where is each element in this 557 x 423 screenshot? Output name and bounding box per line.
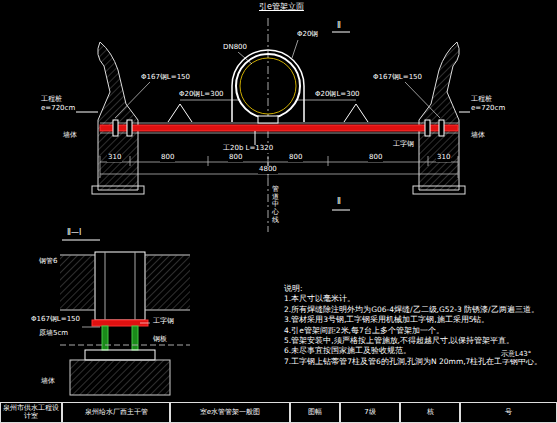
drawing-label: 800 [368, 154, 383, 162]
note-line: 3.管材采用3号钢,工字钢采用机械加工字钢,施工采用5钻。 [284, 315, 550, 324]
leader [115, 82, 150, 118]
drawing-label: Φ20钢L=300 [178, 91, 225, 99]
wall-support [98, 42, 138, 190]
drawing-label: 800 [228, 154, 243, 162]
beam-flange [100, 123, 458, 124]
leader [296, 100, 356, 101]
drawing-label: 工20b L=1320 [222, 145, 274, 153]
drawing-label: e=720cm [40, 105, 76, 113]
drawing-label: Φ20钢L=300 [314, 91, 361, 99]
drawing-label: 钢板 [152, 336, 168, 344]
section-mark [332, 32, 350, 33]
leader [292, 40, 298, 58]
drawing-label: Ⅱ—Ⅰ [66, 229, 82, 238]
title-block-text: 7级 [362, 409, 377, 417]
title-block-text: 室e水管管架一般图 [198, 409, 262, 417]
drawing-label: DN800 [222, 44, 248, 52]
title-block-text: 图幅 [306, 409, 324, 417]
leader [180, 100, 240, 101]
drawing-label: Ⅱ [336, 22, 342, 31]
footing [92, 186, 144, 194]
drawing-label: 800 [160, 154, 175, 162]
pipe-inner [240, 58, 296, 114]
title-block-text: 核 [425, 409, 436, 417]
u-bolt [232, 50, 304, 122]
drawing-label: 示意L43° [500, 351, 532, 359]
drawing-label: Φ167钢L=150 [30, 316, 81, 324]
wall-support [419, 42, 459, 190]
drawing-label: 800 [288, 154, 303, 162]
section-mark [332, 210, 350, 211]
drawing-label: Φ20钢 [296, 31, 319, 39]
drawing-label: 工字钢 [152, 318, 175, 326]
brace [168, 104, 192, 122]
drawing-label: 310 [436, 154, 451, 162]
drawing-label: e=720cm [470, 105, 506, 113]
dimension [100, 156, 458, 178]
drawing-label: Φ167钢L=150 [372, 74, 423, 82]
drawing-label: 工程桩 [470, 96, 493, 104]
title-block-cell: 泉州市供水工程设计室 [0, 402, 62, 423]
title-block-cell: 号 [460, 402, 557, 423]
brace [344, 104, 368, 122]
drawing-label: 4800 [258, 166, 278, 174]
title-block-cell: 图幅 [290, 402, 340, 423]
center-line-label: 管道中心线 [271, 186, 280, 224]
drawing-label: Ⅱ [336, 198, 342, 207]
footing [413, 186, 465, 194]
title-block-text: 泉州给水厂西主干管 [83, 409, 150, 417]
saddle [258, 116, 278, 123]
leader [405, 82, 440, 118]
pipe [236, 54, 300, 118]
note-line: 说明: [284, 284, 550, 293]
title-block-cell: 核 [400, 402, 460, 423]
title-block-cell: 7级 [340, 402, 400, 423]
note-line: 4.引e管架间距2米,每7台上多个管架加一个。 [284, 326, 550, 335]
drawing-label: 墙体 [470, 132, 486, 140]
drawing-label: Φ167钢L=150 [140, 74, 191, 82]
beam-flange [100, 133, 458, 134]
drawing-label: 钢管6 [38, 258, 58, 266]
title-block-text: 号 [503, 409, 514, 417]
leader [238, 52, 252, 64]
drawing-title: 引e管架立面 [258, 3, 305, 12]
title-block-text: 泉州市供水工程设计室 [1, 405, 61, 420]
drawing-label: 工字钢 [392, 141, 415, 149]
title-block-cell: 室e水管管架一般图 [170, 402, 290, 423]
drawing-label: 工程桩 [40, 96, 63, 104]
note-line: 2.所有焊缝除注明外均为G06-4焊缝/乙二级,G52-3 防锈漆/乙两遍三道。 [284, 305, 550, 314]
steel-beam [100, 125, 458, 131]
drawing-label: 墙体 [40, 378, 56, 386]
title-block-cell: 泉州给水厂西主干管 [62, 402, 170, 423]
drawing-label: 墙体 [62, 132, 78, 140]
note-line: 5.管架安装中,须严格按上管施放,不得超越尺寸,以保持管架平直。 [284, 336, 550, 345]
drawing-label: 原墙5cm [38, 330, 69, 338]
leader [255, 131, 256, 146]
note-line: 1.本尺寸以毫米计。 [284, 294, 550, 303]
drawing-label: 310 [107, 154, 122, 162]
